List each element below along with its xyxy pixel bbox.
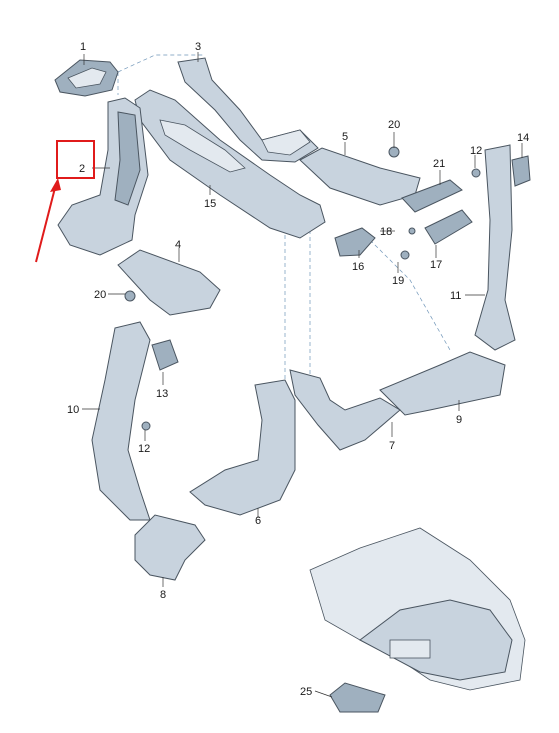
highlight-arrowhead <box>50 178 61 192</box>
callout-9: 9 <box>456 414 462 426</box>
callout-11: 11 <box>450 290 461 302</box>
callout-12-a: 12 <box>470 145 482 157</box>
callout-17: 17 <box>430 259 442 271</box>
callout-1: 1 <box>80 41 86 53</box>
callout-12-b: 12 <box>138 443 150 455</box>
part-6-center-duct <box>189 379 296 516</box>
callout-20-b: 20 <box>94 289 106 301</box>
callout-16: 16 <box>352 261 364 273</box>
part-9-floor-duct <box>379 351 506 416</box>
part-4-flat-duct <box>117 249 221 316</box>
callout-4: 4 <box>175 239 181 251</box>
part-17-vent <box>424 209 473 245</box>
part-14-vent <box>511 155 531 187</box>
highlight-box <box>56 140 95 179</box>
callout-labels: 1 2 3 4 5 6 7 8 9 10 11 12 12 13 14 15 1… <box>67 41 529 698</box>
highlight-arrow <box>35 183 57 263</box>
part-21-vent <box>401 179 463 213</box>
callout-3: 3 <box>195 41 201 53</box>
part-5-flat-duct <box>299 147 421 206</box>
callout-5: 5 <box>342 131 348 143</box>
rear-body-panel <box>309 527 526 691</box>
callout-7: 7 <box>389 440 395 452</box>
part-11-vertical-duct <box>474 144 516 351</box>
callout-2: 2 <box>79 163 85 175</box>
callout-20-a: 20 <box>388 119 400 131</box>
part-1-bracket <box>54 59 119 97</box>
callout-14: 14 <box>517 132 529 144</box>
part-10-left-duct <box>91 321 151 521</box>
callout-10: 10 <box>67 404 79 416</box>
part-8-duct-end <box>134 514 206 581</box>
part-16-clip <box>334 227 376 257</box>
part-13-vent <box>151 339 179 371</box>
callout-25: 25 <box>300 686 312 698</box>
callout-6: 6 <box>255 515 261 527</box>
part-15-center-channel <box>134 89 326 239</box>
callout-15: 15 <box>204 198 216 210</box>
part-2-riser-duct <box>57 97 149 256</box>
highlight-marker <box>35 140 95 263</box>
callout-19: 19 <box>392 275 404 287</box>
callout-8: 8 <box>160 589 166 601</box>
part-7-duct <box>289 369 401 451</box>
callout-21: 21 <box>433 158 445 170</box>
callout-18: 18 <box>380 226 392 238</box>
part-25-grille <box>329 682 386 713</box>
fasteners <box>124 146 481 431</box>
part-3-duct <box>177 57 319 163</box>
callout-13: 13 <box>156 388 168 400</box>
